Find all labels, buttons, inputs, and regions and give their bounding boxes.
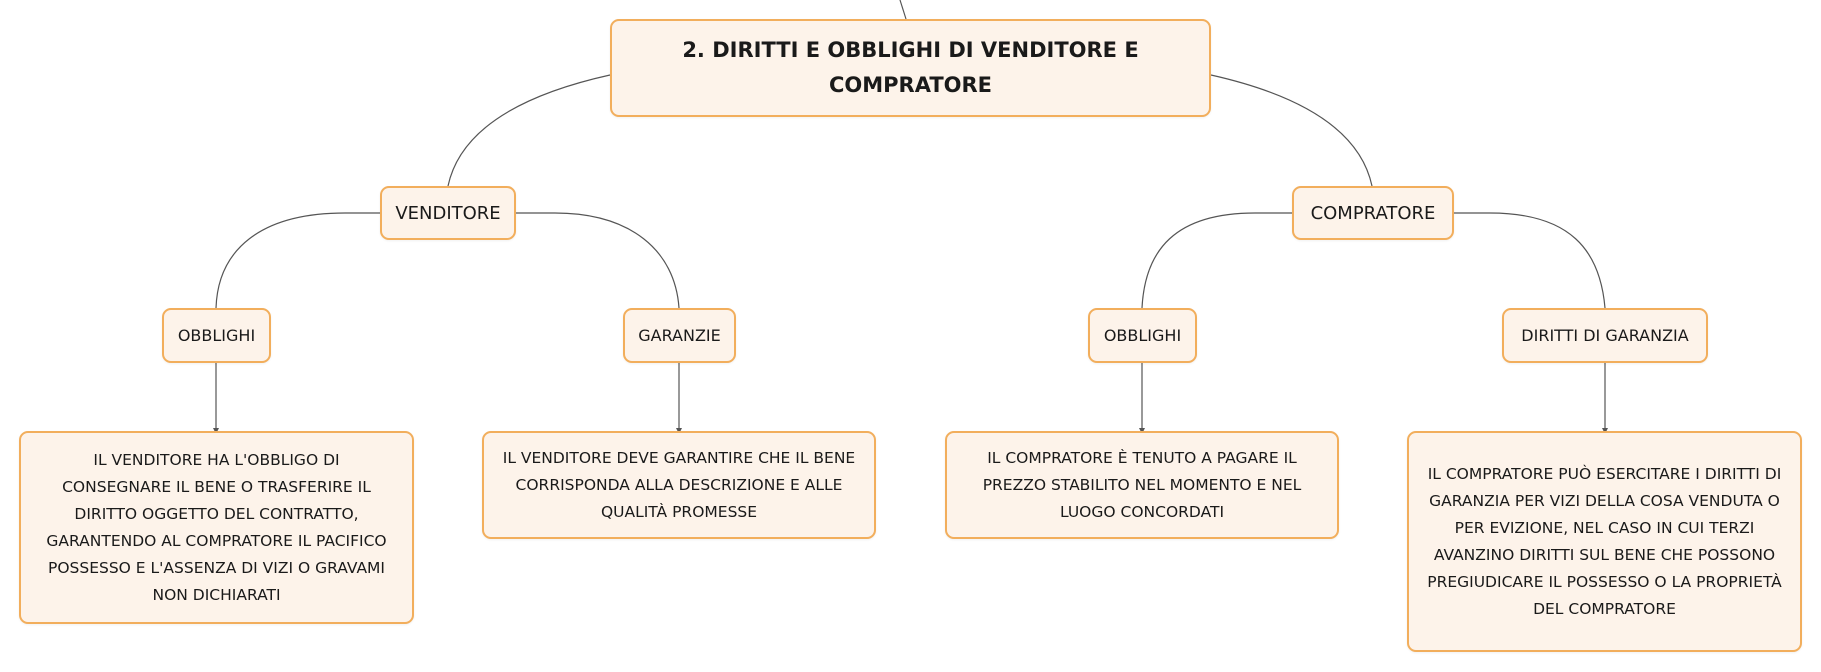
- compratore-diritti-detail-node[interactable]: IL COMPRATORE PUÒ ESERCITARE I DIRITTI D…: [1407, 431, 1802, 652]
- venditore-obblighi-detail-text: IL VENDITORE HA L'OBBLIGO DI CONSEGNARE …: [46, 447, 386, 609]
- detail-line: POSSESSO E L'ASSENZA DI VIZI O GRAVAMI: [47, 558, 386, 577]
- root-title-line-1: 2. DIRITTI E OBBLIGHI DI VENDITORE E: [682, 38, 1139, 62]
- root-node[interactable]: 2. DIRITTI E OBBLIGHI DI VENDITORE E COM…: [610, 19, 1211, 117]
- root-title-line-2: COMPRATORE: [828, 73, 993, 97]
- detail-line: IL COMPRATORE PUÒ ESERCITARE I DIRITTI D…: [1427, 464, 1782, 483]
- venditore-garanzie-label: GARANZIE: [638, 326, 721, 345]
- compratore-obblighi-detail-text: IL COMPRATORE È TENUTO A PAGARE IL PREZZ…: [983, 445, 1302, 526]
- detail-line: IL VENDITORE DEVE GARANTIRE CHE IL BENE: [502, 448, 856, 467]
- detail-line: PREGIUDICARE IL POSSESSO O LA PROPRIETÀ: [1427, 572, 1782, 591]
- root-title: 2. DIRITTI E OBBLIGHI DI VENDITORE E COM…: [682, 33, 1138, 103]
- venditore-label: VENDITORE: [395, 202, 501, 224]
- detail-line: IL VENDITORE HA L'OBBLIGO DI: [93, 450, 340, 469]
- venditore-obblighi-node[interactable]: OBBLIGHI: [162, 308, 271, 363]
- detail-line: QUALITÀ PROMESSE: [600, 502, 758, 521]
- detail-line: IL COMPRATORE È TENUTO A PAGARE IL: [987, 448, 1297, 467]
- detail-line: AVANZINO DIRITTI SUL BENE CHE POSSONO: [1433, 545, 1776, 564]
- venditore-obblighi-label: OBBLIGHI: [177, 326, 256, 345]
- detail-line: DIRITTO OGGETTO DEL CONTRATTO,: [74, 504, 359, 523]
- detail-line: PER EVIZIONE, NEL CASO IN CUI TERZI: [1454, 518, 1755, 537]
- detail-line: PREZZO STABILITO NEL MOMENTO E NEL: [982, 475, 1302, 494]
- detail-line: CORRISPONDA ALLA DESCRIZIONE E ALLE: [515, 475, 843, 494]
- compratore-obblighi-node[interactable]: OBBLIGHI: [1088, 308, 1197, 363]
- connector-incoming-root: [899, 0, 907, 20]
- venditore-garanzie-detail-text: IL VENDITORE DEVE GARANTIRE CHE IL BENE …: [503, 445, 855, 526]
- compratore-diritti-detail-text: IL COMPRATORE PUÒ ESERCITARE I DIRITTI D…: [1427, 461, 1782, 623]
- compratore-diritti-label: DIRITTI DI GARANZIA: [1521, 326, 1689, 345]
- connector-compratore-obblighi: [1141, 212, 1292, 309]
- connector-root-compratore: [1210, 74, 1373, 187]
- venditore-garanzie-detail-node[interactable]: IL VENDITORE DEVE GARANTIRE CHE IL BENE …: [482, 431, 876, 539]
- connector-venditore-garanzie: [516, 212, 680, 309]
- venditore-garanzie-node[interactable]: GARANZIE: [623, 308, 736, 363]
- venditore-obblighi-detail-node[interactable]: IL VENDITORE HA L'OBBLIGO DI CONSEGNARE …: [19, 431, 414, 624]
- compratore-diritti-node[interactable]: DIRITTI DI GARANZIA: [1502, 308, 1708, 363]
- connector-root-venditore: [447, 74, 611, 187]
- detail-line: GARANTENDO AL COMPRATORE IL PACIFICO: [46, 531, 387, 550]
- detail-line: CONSEGNARE IL BENE O TRASFERIRE IL: [62, 477, 371, 496]
- compratore-obblighi-detail-node[interactable]: IL COMPRATORE È TENUTO A PAGARE IL PREZZ…: [945, 431, 1339, 539]
- venditore-node[interactable]: VENDITORE: [380, 186, 516, 240]
- compratore-obblighi-label: OBBLIGHI: [1103, 326, 1182, 345]
- detail-line: LUOGO CONCORDATI: [1059, 502, 1225, 521]
- detail-line: GARANZIA PER VIZI DELLA COSA VENDUTA O: [1429, 491, 1780, 510]
- compratore-node[interactable]: COMPRATORE: [1292, 186, 1454, 240]
- connector-venditore-obblighi: [215, 212, 380, 309]
- compratore-label: COMPRATORE: [1310, 202, 1436, 224]
- connector-compratore-diritti: [1454, 212, 1606, 309]
- detail-line: DEL COMPRATORE: [1533, 599, 1676, 618]
- detail-line: NON DICHIARATI: [152, 585, 281, 604]
